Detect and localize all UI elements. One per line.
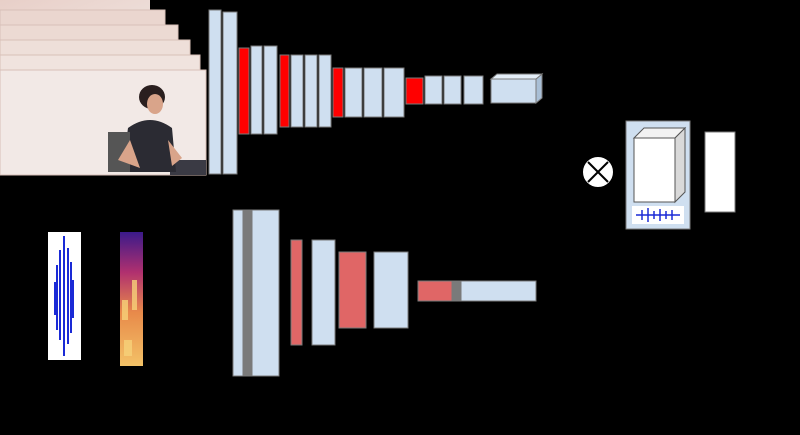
fusion-module: [625, 120, 691, 230]
video-conv-4b: [443, 75, 462, 105]
audio-conv-1: [311, 239, 336, 346]
video-pool-2: [279, 54, 290, 128]
audio-gap: [451, 280, 462, 302]
audio-pool-2: [338, 251, 367, 329]
video-conv-4c: [463, 75, 484, 105]
video-conv-1b: [263, 45, 278, 135]
video-layer-input: [208, 9, 222, 175]
audio-layer-input-b: [242, 209, 253, 377]
audio-layer-input-c: [251, 209, 280, 377]
video-conv-2a: [290, 54, 304, 128]
video-frames-stack-icon: [0, 0, 207, 176]
spectrogram-icon: [120, 232, 143, 366]
fusion-operator-icon: [581, 155, 615, 189]
video-conv-4a: [424, 75, 443, 105]
video-conv-2b: [304, 54, 318, 128]
fusion-cube-front: [633, 137, 676, 203]
audio-pool-3: [417, 280, 453, 302]
fusion-cube-side: [674, 126, 686, 204]
audio-cnn-layers: [232, 209, 537, 377]
waveform-icon: [48, 232, 81, 360]
audio-clip-waveform-icon: [636, 208, 680, 222]
video-conv-3c: [383, 67, 405, 118]
video-pool-3: [332, 67, 344, 118]
person-photo-icon: [108, 85, 206, 175]
audio-pool-1: [290, 239, 303, 346]
video-fc-top: [489, 73, 544, 80]
video-conv-1a: [250, 45, 263, 135]
video-fc: [490, 78, 537, 104]
audio-conv-2: [373, 251, 409, 329]
audio-fc: [460, 280, 537, 302]
video-pool-4: [405, 77, 424, 105]
video-conv-3a: [344, 67, 363, 118]
video-layer-input-b: [222, 11, 238, 175]
output-box: [704, 131, 736, 213]
video-conv-2c: [318, 54, 332, 128]
video-pool-1: [238, 47, 250, 135]
video-conv-3b: [363, 67, 383, 118]
audio-layer-input: [232, 209, 244, 377]
video-cnn-layers: [208, 9, 544, 175]
